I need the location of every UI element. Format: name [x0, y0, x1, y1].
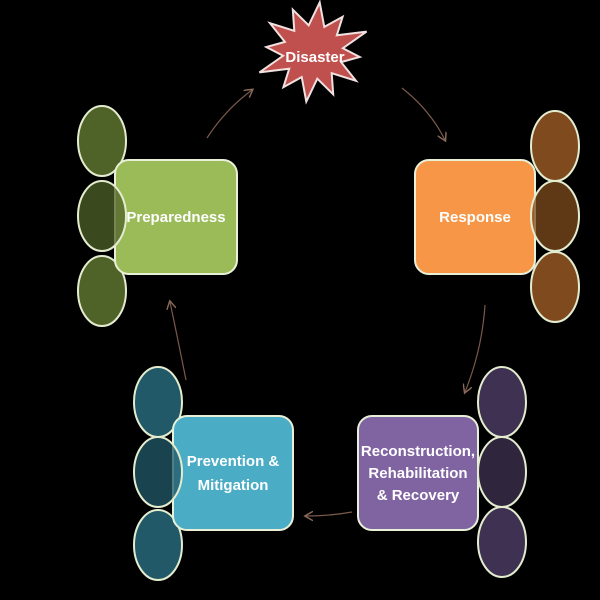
prevention-box [172, 415, 294, 531]
stage-circle [530, 251, 580, 323]
stage-prevention: Prevention & Mitigation [133, 366, 294, 581]
disaster-starburst: Disaster [258, 0, 368, 105]
stage-circle [77, 180, 127, 252]
stage-preparedness: Preparedness [77, 105, 238, 327]
arrow-response-to-reconstruction [465, 304, 486, 392]
stage-circle [133, 509, 183, 581]
stage-circle [477, 366, 527, 438]
arrow-prevention-to-preparedness [170, 302, 187, 381]
stage-circle [477, 506, 527, 578]
prevention-label-line-1: Prevention & [187, 453, 280, 470]
arrow-reconstruction-to-prevention [306, 512, 353, 516]
starburst-shape [258, 0, 368, 105]
disaster-label: Disaster [285, 49, 344, 66]
stage-circle [477, 436, 527, 508]
response-label: Response [439, 209, 511, 226]
reconstruction-label-line-2: Rehabilitation [368, 465, 467, 482]
stage-circle [77, 255, 127, 327]
reconstruction-label-line-3: & Recovery [377, 487, 460, 504]
stage-circle [530, 110, 580, 182]
arrow-disaster-to-response [401, 87, 445, 140]
prevention-label-line-2: Mitigation [198, 477, 269, 494]
stage-response: Response [414, 110, 580, 323]
stage-circle [530, 180, 580, 252]
reconstruction-label-line-1: Reconstruction, [361, 443, 475, 460]
arrow-preparedness-to-disaster [206, 90, 252, 139]
preparedness-label: Preparedness [126, 209, 225, 226]
stage-reconstruction: Reconstruction, Rehabilitation & Recover… [357, 366, 527, 578]
stage-circle [133, 436, 183, 508]
stage-circle [77, 105, 127, 177]
